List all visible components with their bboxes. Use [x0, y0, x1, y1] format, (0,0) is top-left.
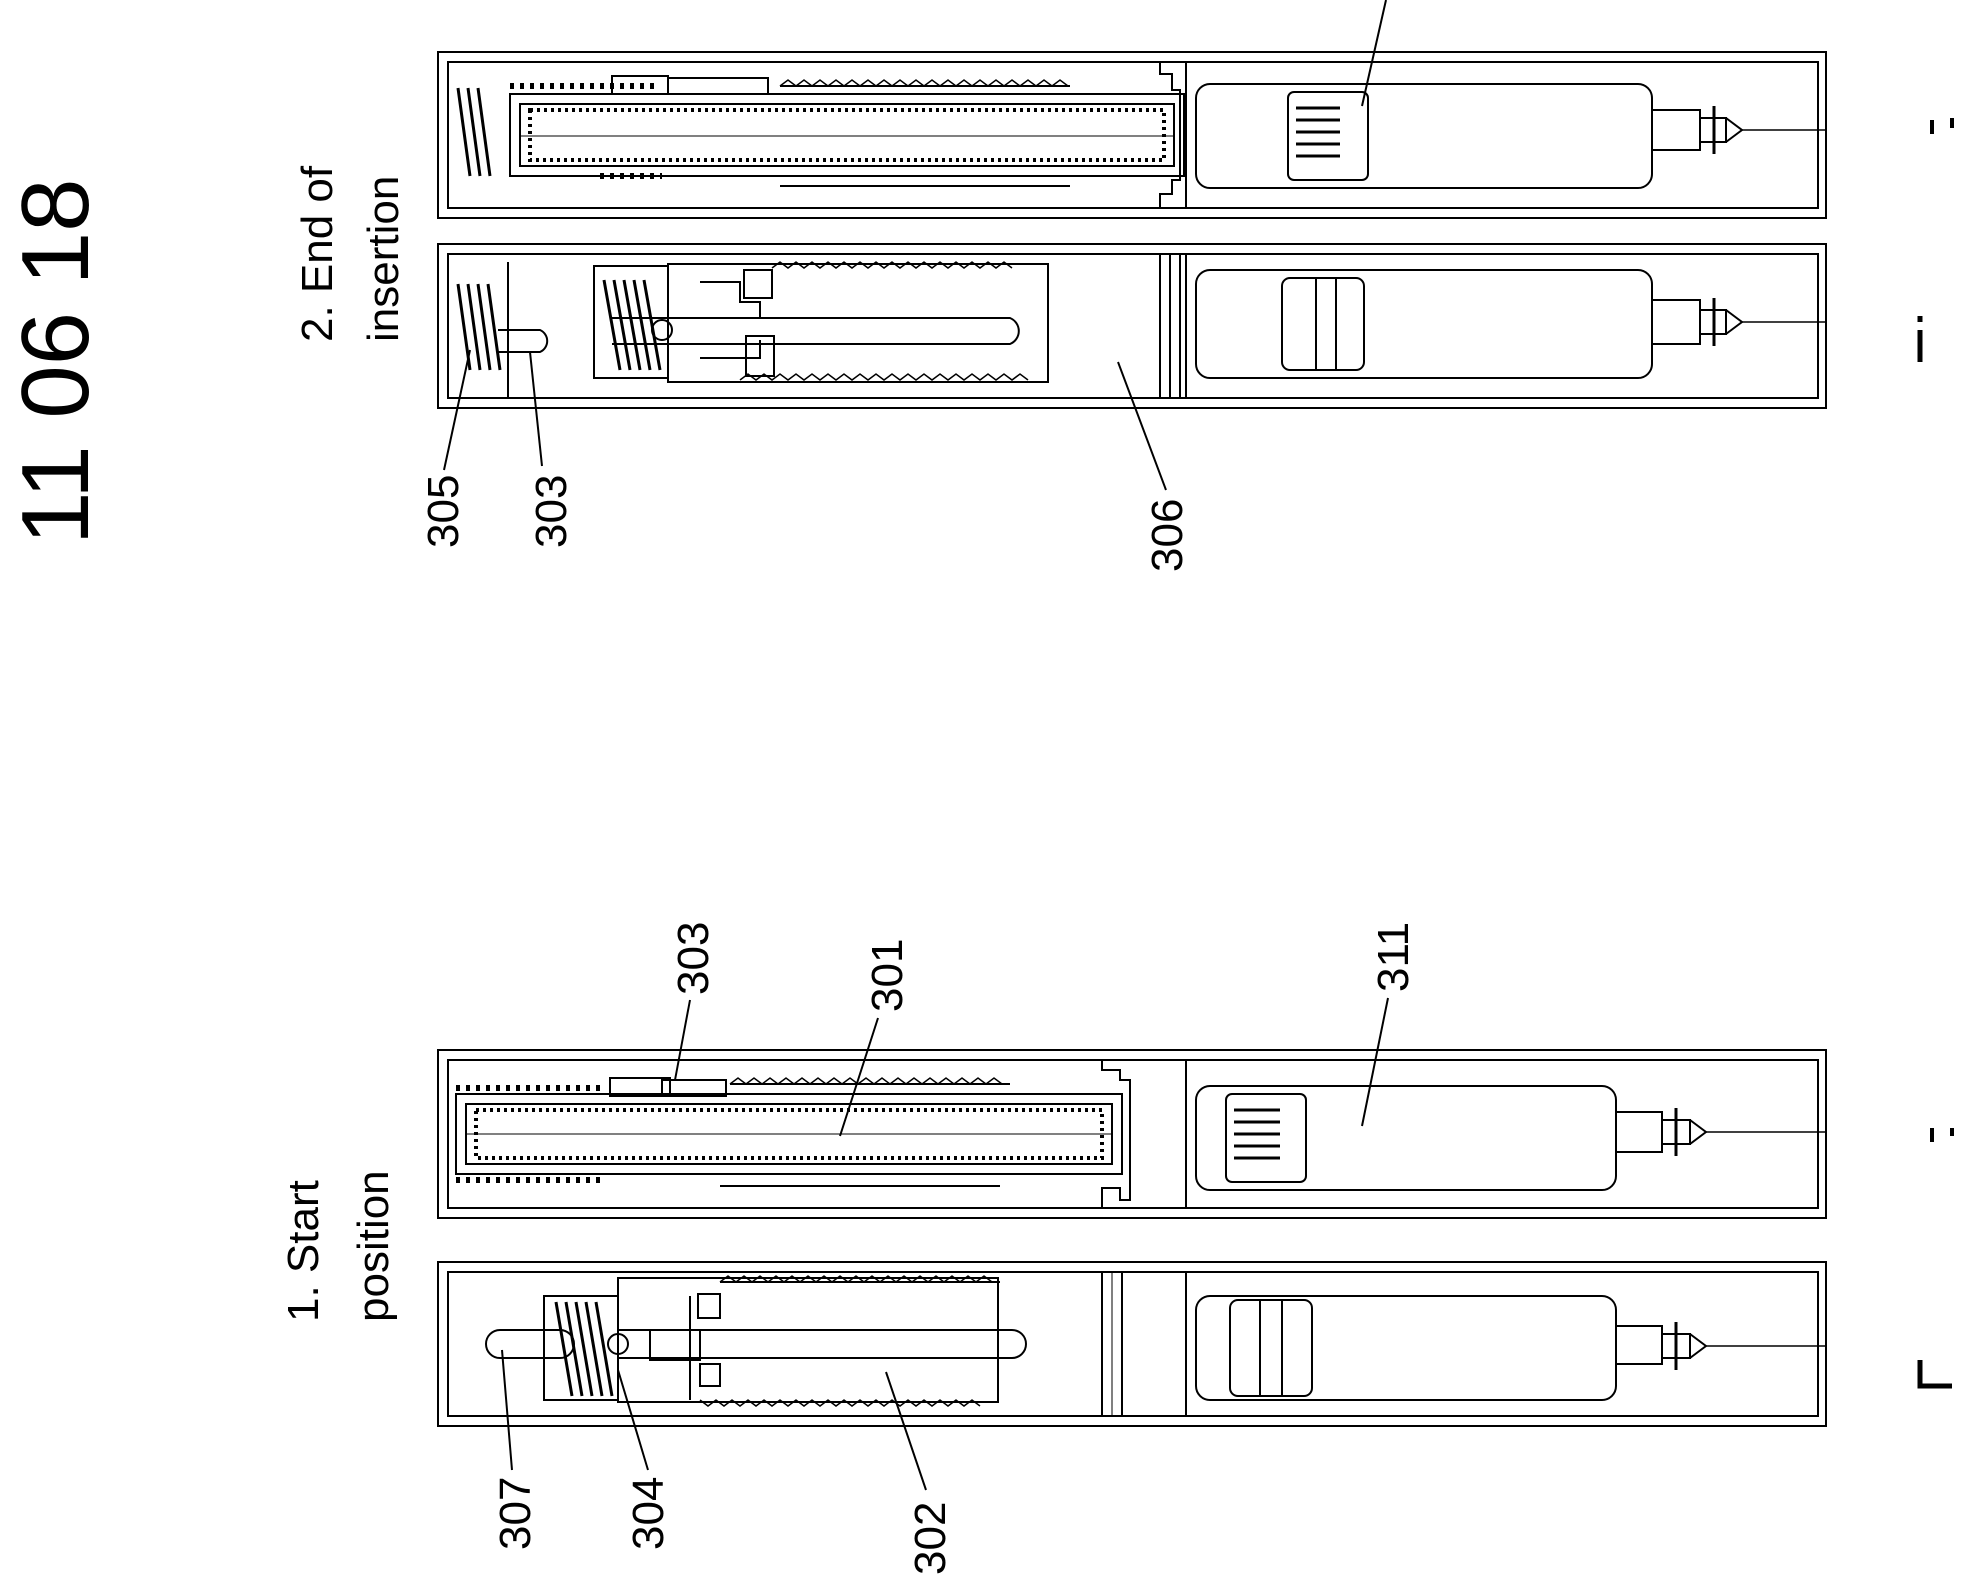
ref-303-start: 303: [669, 922, 718, 995]
end-pin: [498, 330, 547, 352]
caption-end-line1: 2. End of: [293, 165, 342, 342]
caption-end-line2: insertion: [359, 176, 408, 342]
ref-307: 307: [491, 1477, 540, 1550]
figure-end: [438, 0, 1952, 490]
caption-start-line1: 1. Start: [279, 1180, 328, 1322]
ref-305: 305: [419, 475, 468, 548]
start-right-syringe: [1196, 1086, 1616, 1190]
end-spring: [458, 284, 500, 370]
ref-301: 301: [863, 939, 912, 1012]
end-guide-slot: [612, 318, 1019, 344]
figure-number-fragment-start: [1920, 1360, 1952, 1386]
end-syringe: [1196, 270, 1652, 378]
start-guide-slot: [618, 1330, 1026, 1358]
leader-303-start: [675, 1000, 690, 1080]
ref-302: 302: [906, 1502, 955, 1575]
figure-start: [438, 998, 1952, 1490]
end-right-syringe: [1196, 84, 1652, 188]
end-left-housing: [438, 244, 1826, 408]
ref-306: 306: [1143, 499, 1192, 572]
ref-303-end: 303: [527, 475, 576, 548]
ref-304: 304: [624, 1477, 673, 1550]
leader-304: [618, 1370, 648, 1470]
end-drive-screw-housing: [510, 94, 1184, 176]
leader-307: [502, 1350, 512, 1470]
caption-start-line2: position: [349, 1170, 398, 1322]
leader-301: [840, 1018, 878, 1136]
date-stamp: 11 06 18: [2, 178, 109, 545]
leader-302: [886, 1372, 926, 1490]
leader-306: [1118, 362, 1166, 490]
leader-311: [1362, 998, 1388, 1126]
ref-311: 311: [1369, 922, 1418, 992]
